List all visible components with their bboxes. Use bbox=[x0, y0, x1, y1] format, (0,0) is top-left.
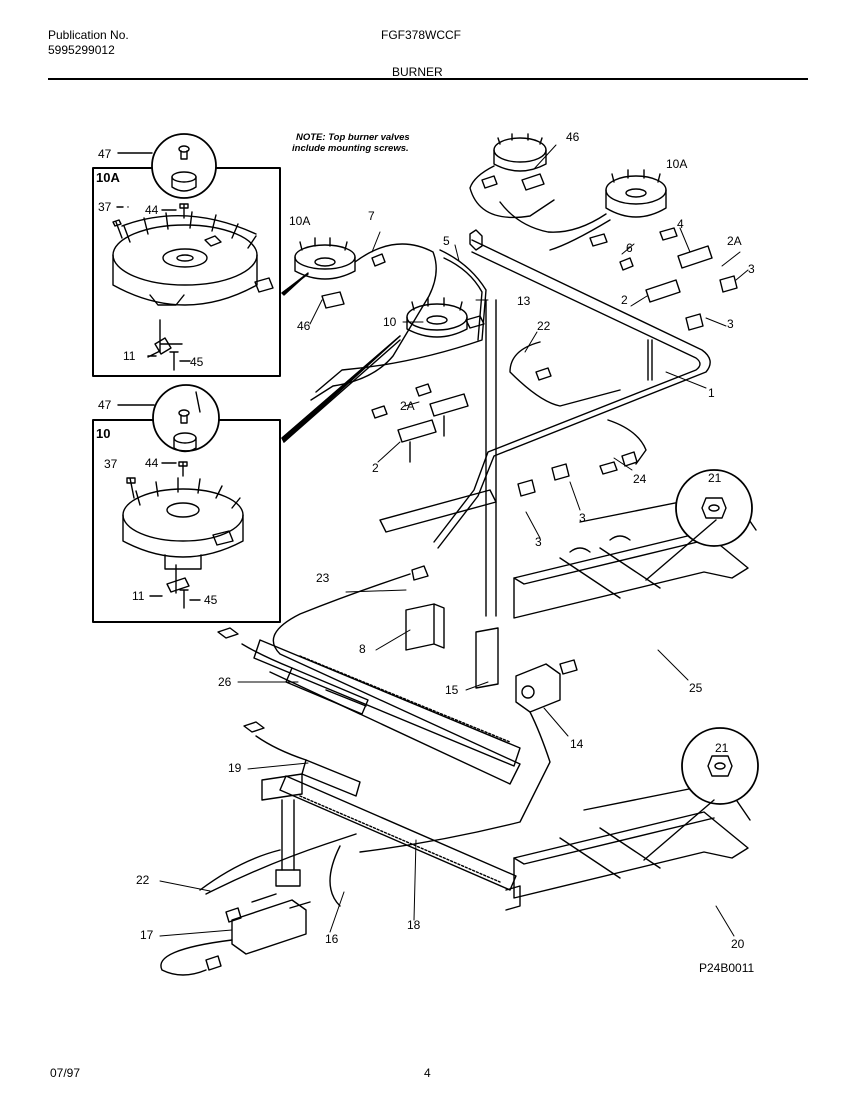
fitting-24 bbox=[599, 419, 647, 475]
callout-3: 3 bbox=[535, 535, 542, 549]
callout-14: 14 bbox=[570, 737, 584, 751]
tube-23 bbox=[269, 573, 521, 785]
note-line-2: include mounting screws. bbox=[292, 143, 409, 154]
callout-labels: 47 10A 37 44 11 45 47 10 37 44 11 45 10A… bbox=[96, 130, 755, 951]
burner-top-back bbox=[469, 133, 555, 219]
callout-2: 2 bbox=[621, 293, 628, 307]
header-rule bbox=[48, 78, 808, 80]
callout-44: 44 bbox=[145, 203, 159, 217]
callout-4: 4 bbox=[677, 217, 684, 231]
valves-right bbox=[645, 245, 738, 331]
callout-13: 13 bbox=[517, 294, 531, 308]
tube-22-top bbox=[509, 341, 621, 407]
diagram-code: P24B0011 bbox=[699, 961, 754, 975]
callout-21: 21 bbox=[715, 741, 729, 755]
callout-10A: 10A bbox=[289, 214, 310, 228]
callout-3: 3 bbox=[579, 511, 586, 525]
callout-44: 44 bbox=[145, 456, 159, 470]
callout-47: 47 bbox=[98, 398, 112, 412]
inset-10A bbox=[92, 133, 281, 377]
callout-1: 1 bbox=[708, 386, 715, 400]
callout-24: 24 bbox=[633, 472, 647, 486]
regulator-17 bbox=[160, 773, 357, 976]
callout-10A: 10A bbox=[666, 157, 687, 171]
callout-19: 19 bbox=[228, 761, 242, 775]
igniter-19 bbox=[243, 721, 361, 797]
callout-11: 11 bbox=[132, 589, 145, 603]
callout-8: 8 bbox=[359, 642, 366, 656]
burner-tube-18 bbox=[279, 775, 517, 891]
callout-23: 23 bbox=[316, 571, 330, 585]
callout-46: 46 bbox=[297, 319, 311, 333]
callout-26: 26 bbox=[218, 675, 232, 689]
callout-10A-box: 10A bbox=[96, 170, 120, 185]
leader-lines bbox=[159, 144, 749, 937]
callout-25: 25 bbox=[689, 681, 703, 695]
section-title: BURNER bbox=[392, 65, 443, 79]
callout-18: 18 bbox=[407, 918, 421, 932]
burner-10-mid bbox=[406, 297, 485, 338]
callout-10-box: 10 bbox=[96, 426, 110, 441]
callout-20: 20 bbox=[731, 937, 745, 951]
callout-46: 46 bbox=[566, 130, 580, 144]
inset-10 bbox=[92, 384, 281, 623]
callout-22: 22 bbox=[537, 319, 551, 333]
callout-2: 2 bbox=[372, 461, 379, 475]
footer-date: 07/97 bbox=[50, 1066, 81, 1080]
callout-7: 7 bbox=[368, 209, 375, 223]
callout-2A: 2A bbox=[400, 399, 415, 413]
bracket-8 bbox=[405, 603, 445, 651]
callout-47: 47 bbox=[98, 147, 112, 161]
note: NOTE: Top burner valves include mounting… bbox=[292, 132, 410, 154]
safety-valve-14 bbox=[359, 659, 578, 853]
flame-spreader-25 bbox=[513, 469, 757, 619]
callout-10: 10 bbox=[383, 315, 397, 329]
model-number: FGF378WCCF bbox=[381, 28, 462, 42]
callout-17: 17 bbox=[140, 928, 154, 942]
flame-spreader-20 bbox=[513, 727, 759, 899]
callout-37: 37 bbox=[98, 200, 112, 214]
callout-6: 6 bbox=[626, 241, 633, 255]
callout-3: 3 bbox=[727, 317, 734, 331]
burner-top-right bbox=[499, 169, 678, 271]
callout-16: 16 bbox=[325, 932, 339, 946]
page-number: 4 bbox=[424, 1066, 431, 1080]
burner-10A-mid bbox=[294, 237, 437, 401]
callout-2A: 2A bbox=[727, 234, 742, 248]
callout-22: 22 bbox=[136, 873, 150, 887]
callout-37: 37 bbox=[104, 457, 118, 471]
callout-3: 3 bbox=[748, 262, 755, 276]
valves-mid bbox=[371, 383, 570, 497]
callout-5: 5 bbox=[443, 234, 450, 248]
tube-5 bbox=[315, 249, 487, 393]
callout-11: 11 bbox=[123, 349, 136, 363]
callout-21: 21 bbox=[708, 471, 722, 485]
callout-15: 15 bbox=[445, 683, 459, 697]
callout-45: 45 bbox=[204, 593, 218, 607]
bracket-15 bbox=[475, 627, 499, 689]
publication-label: Publication No. bbox=[48, 28, 129, 42]
igniter-26 bbox=[217, 627, 369, 715]
note-line-1: NOTE: Top burner valves bbox=[296, 132, 410, 143]
callout-45: 45 bbox=[190, 355, 204, 369]
publication-number: 5995299012 bbox=[48, 43, 115, 57]
